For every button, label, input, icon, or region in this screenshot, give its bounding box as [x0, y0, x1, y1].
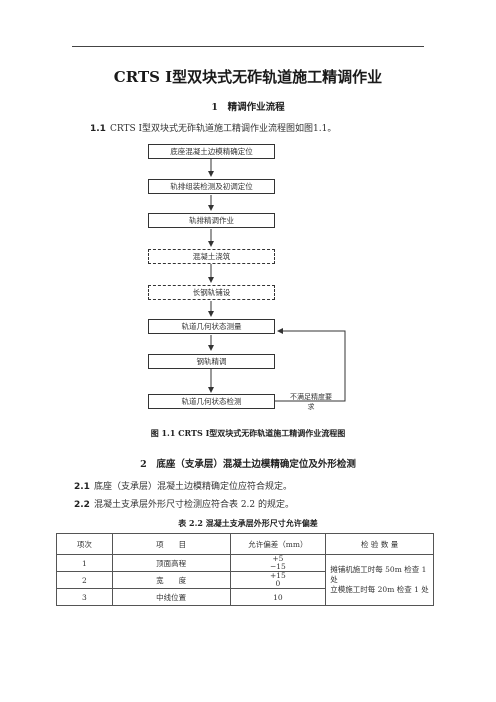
inspection-quantity-cell: 摊铺机施工时每 50m 检查 1 处 立模施工时每 20m 检查 1 处 — [325, 554, 434, 606]
row-2-tolerance-lower: 0 — [275, 579, 281, 588]
table-header-row: 项次 项 目 允许偏差（mm） 检 验 数 量 — [56, 533, 434, 555]
row-2-tolerance: +15 0 — [229, 571, 327, 589]
inspection-note-paver: 摊铺机施工时每 50m 检查 1 处 — [330, 565, 427, 584]
row-1-tolerance-lower: −15 — [269, 562, 286, 571]
header-inspection-quantity: 检 验 数 量 — [325, 533, 434, 555]
flow-step-1: 底座混凝土边模精确定位 — [148, 144, 275, 159]
section-1-title: 精调作业流程 — [227, 102, 285, 113]
paragraph-2-1-text: 底座（支承层）混凝土边模精确定位应符合规定。 — [93, 482, 292, 492]
section-2-heading: 2 底座（支承层）混凝土边模精确定位及外形检测 — [0, 456, 496, 470]
flow-step-5: 长钢轨铺设 — [148, 285, 275, 300]
paragraph-1-1-number: 1.1 — [90, 124, 106, 134]
figure-caption: 图 1.1 CRTS Ⅰ型双块式无砟轨道施工精调作业流程图 — [150, 428, 346, 438]
paragraph-2-2-text: 混凝土支承层外形尺寸检测应符合表 2.2 的规定。 — [93, 500, 294, 510]
paragraph-1-1-text: CRTS Ⅰ型双块式无砟轨道施工精调作业流程图如图1.1。 — [109, 124, 337, 134]
flow-step-4: 混凝土浇筑 — [148, 249, 275, 264]
row-3-item: 中线位置 — [111, 588, 231, 606]
row-2-no: 2 — [56, 571, 113, 589]
table-row: 1 顶面高程 +5 −15 摊铺机施工时每 50m 检查 1 处 立模施工时每 … — [56, 554, 434, 606]
flow-step-3: 轨排精调作业 — [148, 213, 275, 228]
row-3-tolerance: 10 — [229, 588, 327, 606]
header-item: 项 目 — [111, 533, 231, 555]
header-rule — [72, 46, 424, 47]
row-1-tolerance: +5 −15 — [229, 554, 327, 572]
paragraph-2-2-number: 2.2 — [74, 500, 90, 510]
header-item-no: 项次 — [56, 533, 113, 555]
table-row: 3 中线位置 10 — [56, 588, 434, 606]
loop-condition-label: 不满足精度要求 — [290, 393, 332, 411]
row-1-tolerance-upper: +5 — [272, 554, 284, 563]
row-1-item: 顶面高程 — [111, 554, 231, 572]
table-caption: 表 2.2 混凝土支承层外形尺寸允许偏差 — [178, 518, 318, 528]
inspection-note-formwork: 立模施工时每 20m 检查 1 处 — [330, 585, 429, 594]
paragraph-2-1-number: 2.1 — [74, 482, 90, 492]
row-2-item: 宽 度 — [111, 571, 231, 589]
flow-step-6: 轨道几何状态测量 — [148, 319, 275, 334]
section-1-number: 1 — [211, 102, 219, 113]
row-3-no: 3 — [56, 588, 113, 606]
section-2-title: 底座（支承层）混凝土边模精确定位及外形检测 — [156, 459, 356, 470]
section-1-heading: 1 精调作业流程 — [0, 99, 496, 113]
flow-step-2: 轨排组装检测及初调定位 — [148, 179, 275, 194]
header-tolerance: 允许偏差（mm） — [229, 533, 327, 555]
flow-step-8: 轨道几何状态检测 — [148, 394, 275, 409]
row-1-no: 1 — [56, 554, 113, 572]
document-title: CRTS Ⅰ型双块式无砟轨道施工精调作业 — [113, 68, 383, 86]
section-2-number: 2 — [140, 459, 147, 470]
row-2-tolerance-upper: +15 — [269, 571, 286, 580]
flow-step-7: 钢轨精调 — [148, 354, 275, 369]
tolerance-table: 项次 项 目 允许偏差（mm） 检 验 数 量 1 顶面高程 +5 −15 摊铺… — [56, 533, 434, 606]
